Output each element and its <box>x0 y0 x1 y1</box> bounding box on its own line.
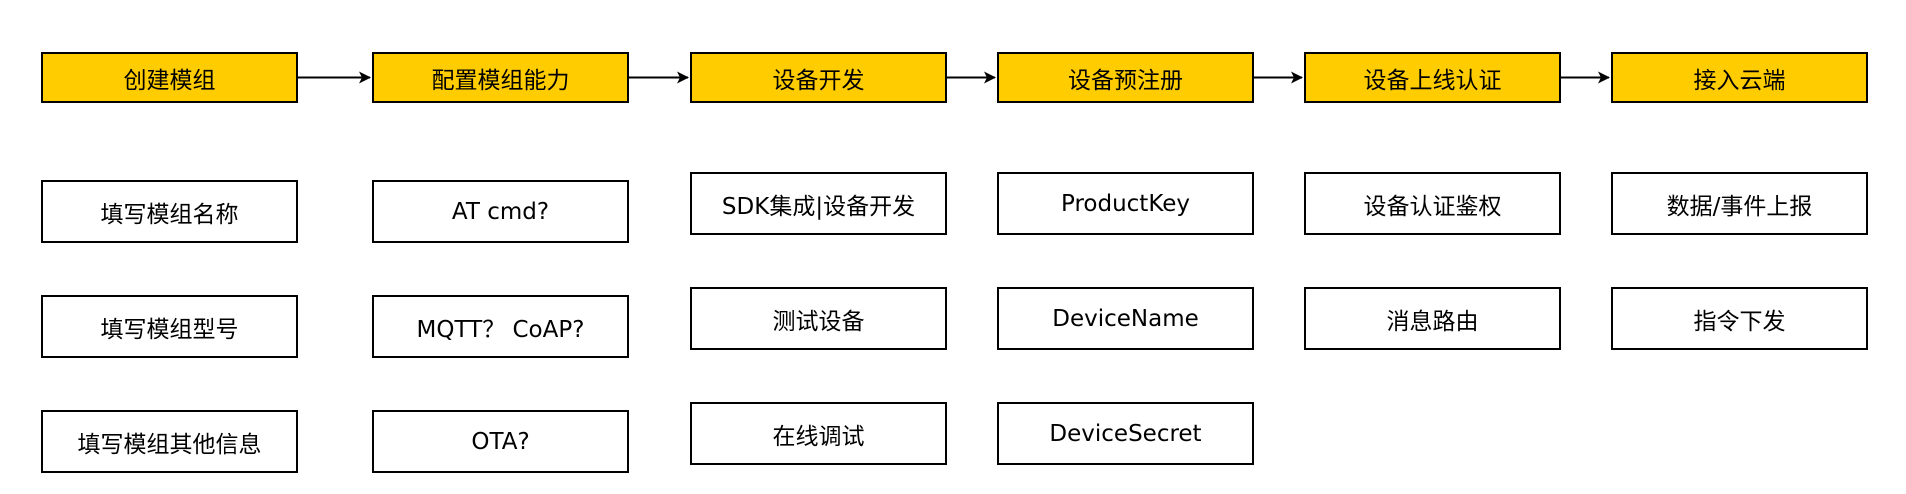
detail-product-key: ProductKey <box>997 172 1254 235</box>
detail-mqtt-coap: MQTT？ CoAP? <box>372 295 629 358</box>
detail-online-debug: 在线调试 <box>690 402 947 465</box>
step-cloud-access: 接入云端 <box>1611 52 1868 103</box>
step-create-module: 创建模组 <box>41 52 298 103</box>
detail-module-model: 填写模组型号 <box>41 295 298 358</box>
detail-data-event-report: 数据/事件上报 <box>1611 172 1868 235</box>
detail-message-routing: 消息路由 <box>1304 287 1561 350</box>
detail-at-cmd: AT cmd? <box>372 180 629 243</box>
detail-device-name: DeviceName <box>997 287 1254 350</box>
detail-device-authentication: 设备认证鉴权 <box>1304 172 1561 235</box>
detail-command-dispatch: 指令下发 <box>1611 287 1868 350</box>
detail-module-other-info: 填写模组其他信息 <box>41 410 298 473</box>
step-device-online-auth: 设备上线认证 <box>1304 52 1561 103</box>
detail-device-secret: DeviceSecret <box>997 402 1254 465</box>
step-device-preregistration: 设备预注册 <box>997 52 1254 103</box>
detail-module-name: 填写模组名称 <box>41 180 298 243</box>
step-device-development: 设备开发 <box>690 52 947 103</box>
detail-test-device: 测试设备 <box>690 287 947 350</box>
detail-ota: OTA? <box>372 410 629 473</box>
step-configure-module-capability: 配置模组能力 <box>372 52 629 103</box>
detail-sdk-integration: SDK集成|设备开发 <box>690 172 947 235</box>
